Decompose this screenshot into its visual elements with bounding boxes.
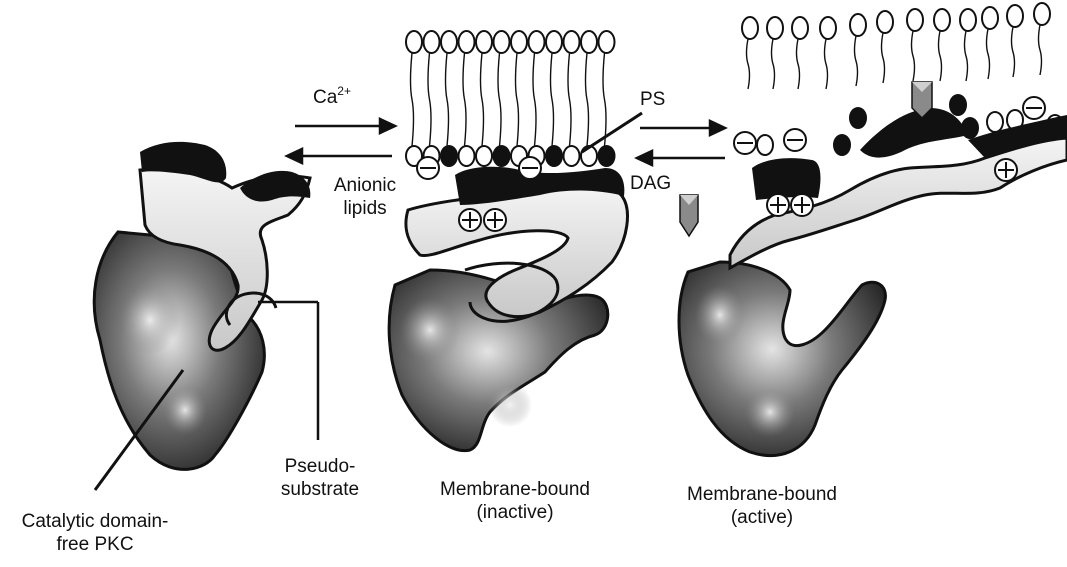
pkc-inactive xyxy=(389,167,627,451)
label-pseudo-line2: substrate xyxy=(265,478,375,501)
label-anionic-lipids: Anionic lipids xyxy=(325,174,405,220)
dag-molecule-free xyxy=(680,195,698,236)
inactive-lipid-5 xyxy=(494,31,510,166)
label-membrane-bound-inactive: Membrane-bound (inactive) xyxy=(425,478,605,524)
active-lower-lipid-4 xyxy=(987,112,1003,132)
inactive-lipid-9 xyxy=(564,31,580,166)
label-anionic-line1: Anionic xyxy=(325,174,405,197)
active-lipid-1 xyxy=(767,17,783,89)
anionic-minus-charge-5 xyxy=(1023,97,1045,119)
inactive-lipid-8 xyxy=(546,31,562,166)
label-catalytic-line1: Catalytic domain- xyxy=(0,510,190,533)
inactive-lipid-11 xyxy=(599,31,615,166)
active-lipid-6 xyxy=(907,9,923,81)
active-lower-lipid-2 xyxy=(950,95,966,115)
active-lipid-3 xyxy=(820,17,836,89)
active-lipid-10 xyxy=(1007,5,1023,77)
arrow-reverse-binding xyxy=(287,149,392,163)
active-lipid-11 xyxy=(1034,3,1050,75)
inactive-lipid-3 xyxy=(459,31,475,166)
active-lipid-7 xyxy=(934,9,950,81)
inactive-lipid-1 xyxy=(424,31,440,166)
basic-plus-charge-3 xyxy=(767,194,789,216)
basic-plus-charge-4 xyxy=(791,194,813,216)
label-dag: DAG xyxy=(630,172,671,195)
pkc-free xyxy=(94,142,318,490)
label-catalytic-domain-free-pkc: Catalytic domain- free PKC xyxy=(0,510,190,556)
membrane-inactive xyxy=(406,31,615,166)
ps-pointer xyxy=(582,113,642,152)
arrow-forward-activation xyxy=(640,121,725,135)
active-lipid-0 xyxy=(742,17,758,89)
anionic-minus-charge-4 xyxy=(784,129,806,151)
basic-plus-charge-2 xyxy=(484,209,506,231)
label-inactive-line2: (inactive) xyxy=(425,501,605,524)
inactive-lipid-7 xyxy=(529,31,545,166)
label-pseudosubstrate: Pseudo- substrate xyxy=(265,455,375,501)
active-lower-lipid-0 xyxy=(850,108,866,128)
label-active-line1: Membrane-bound xyxy=(672,483,852,506)
inactive-lipid-6 xyxy=(511,31,527,166)
basic-plus-charge-5 xyxy=(995,159,1017,181)
label-inactive-line1: Membrane-bound xyxy=(425,478,605,501)
label-membrane-bound-active: Membrane-bound (active) xyxy=(672,483,852,529)
label-anionic-line2: lipids xyxy=(325,197,405,220)
inactive-lipid-2 xyxy=(441,31,457,166)
active-lower-lipid-1 xyxy=(834,135,850,155)
active-lipid-9 xyxy=(982,7,998,79)
basic-plus-charge-1 xyxy=(459,209,481,231)
active-lipid-8 xyxy=(960,9,976,81)
inactive-lipid-0 xyxy=(406,31,422,166)
anionic-minus-charge-3 xyxy=(734,132,756,154)
active-lower-lipid-7 xyxy=(757,135,773,155)
label-active-line2: (active) xyxy=(672,506,852,529)
label-ca-text: Ca xyxy=(313,87,337,108)
active-lipid-2 xyxy=(792,17,808,89)
active-lipid-5 xyxy=(877,11,893,83)
label-pseudo-line1: Pseudo- xyxy=(265,455,375,478)
label-ca-superscript: 2+ xyxy=(337,84,351,98)
label-ca: Ca2+ xyxy=(313,80,351,109)
anionic-minus-charge-2 xyxy=(519,157,541,179)
anionic-minus-charge-1 xyxy=(417,157,439,179)
inactive-lipid-4 xyxy=(476,31,492,166)
arrow-forward-binding xyxy=(295,119,395,133)
active-lipid-4 xyxy=(850,14,866,86)
label-catalytic-line2: free PKC xyxy=(0,533,190,556)
arrow-reverse-activation xyxy=(637,151,725,165)
label-ps: PS xyxy=(640,88,665,111)
